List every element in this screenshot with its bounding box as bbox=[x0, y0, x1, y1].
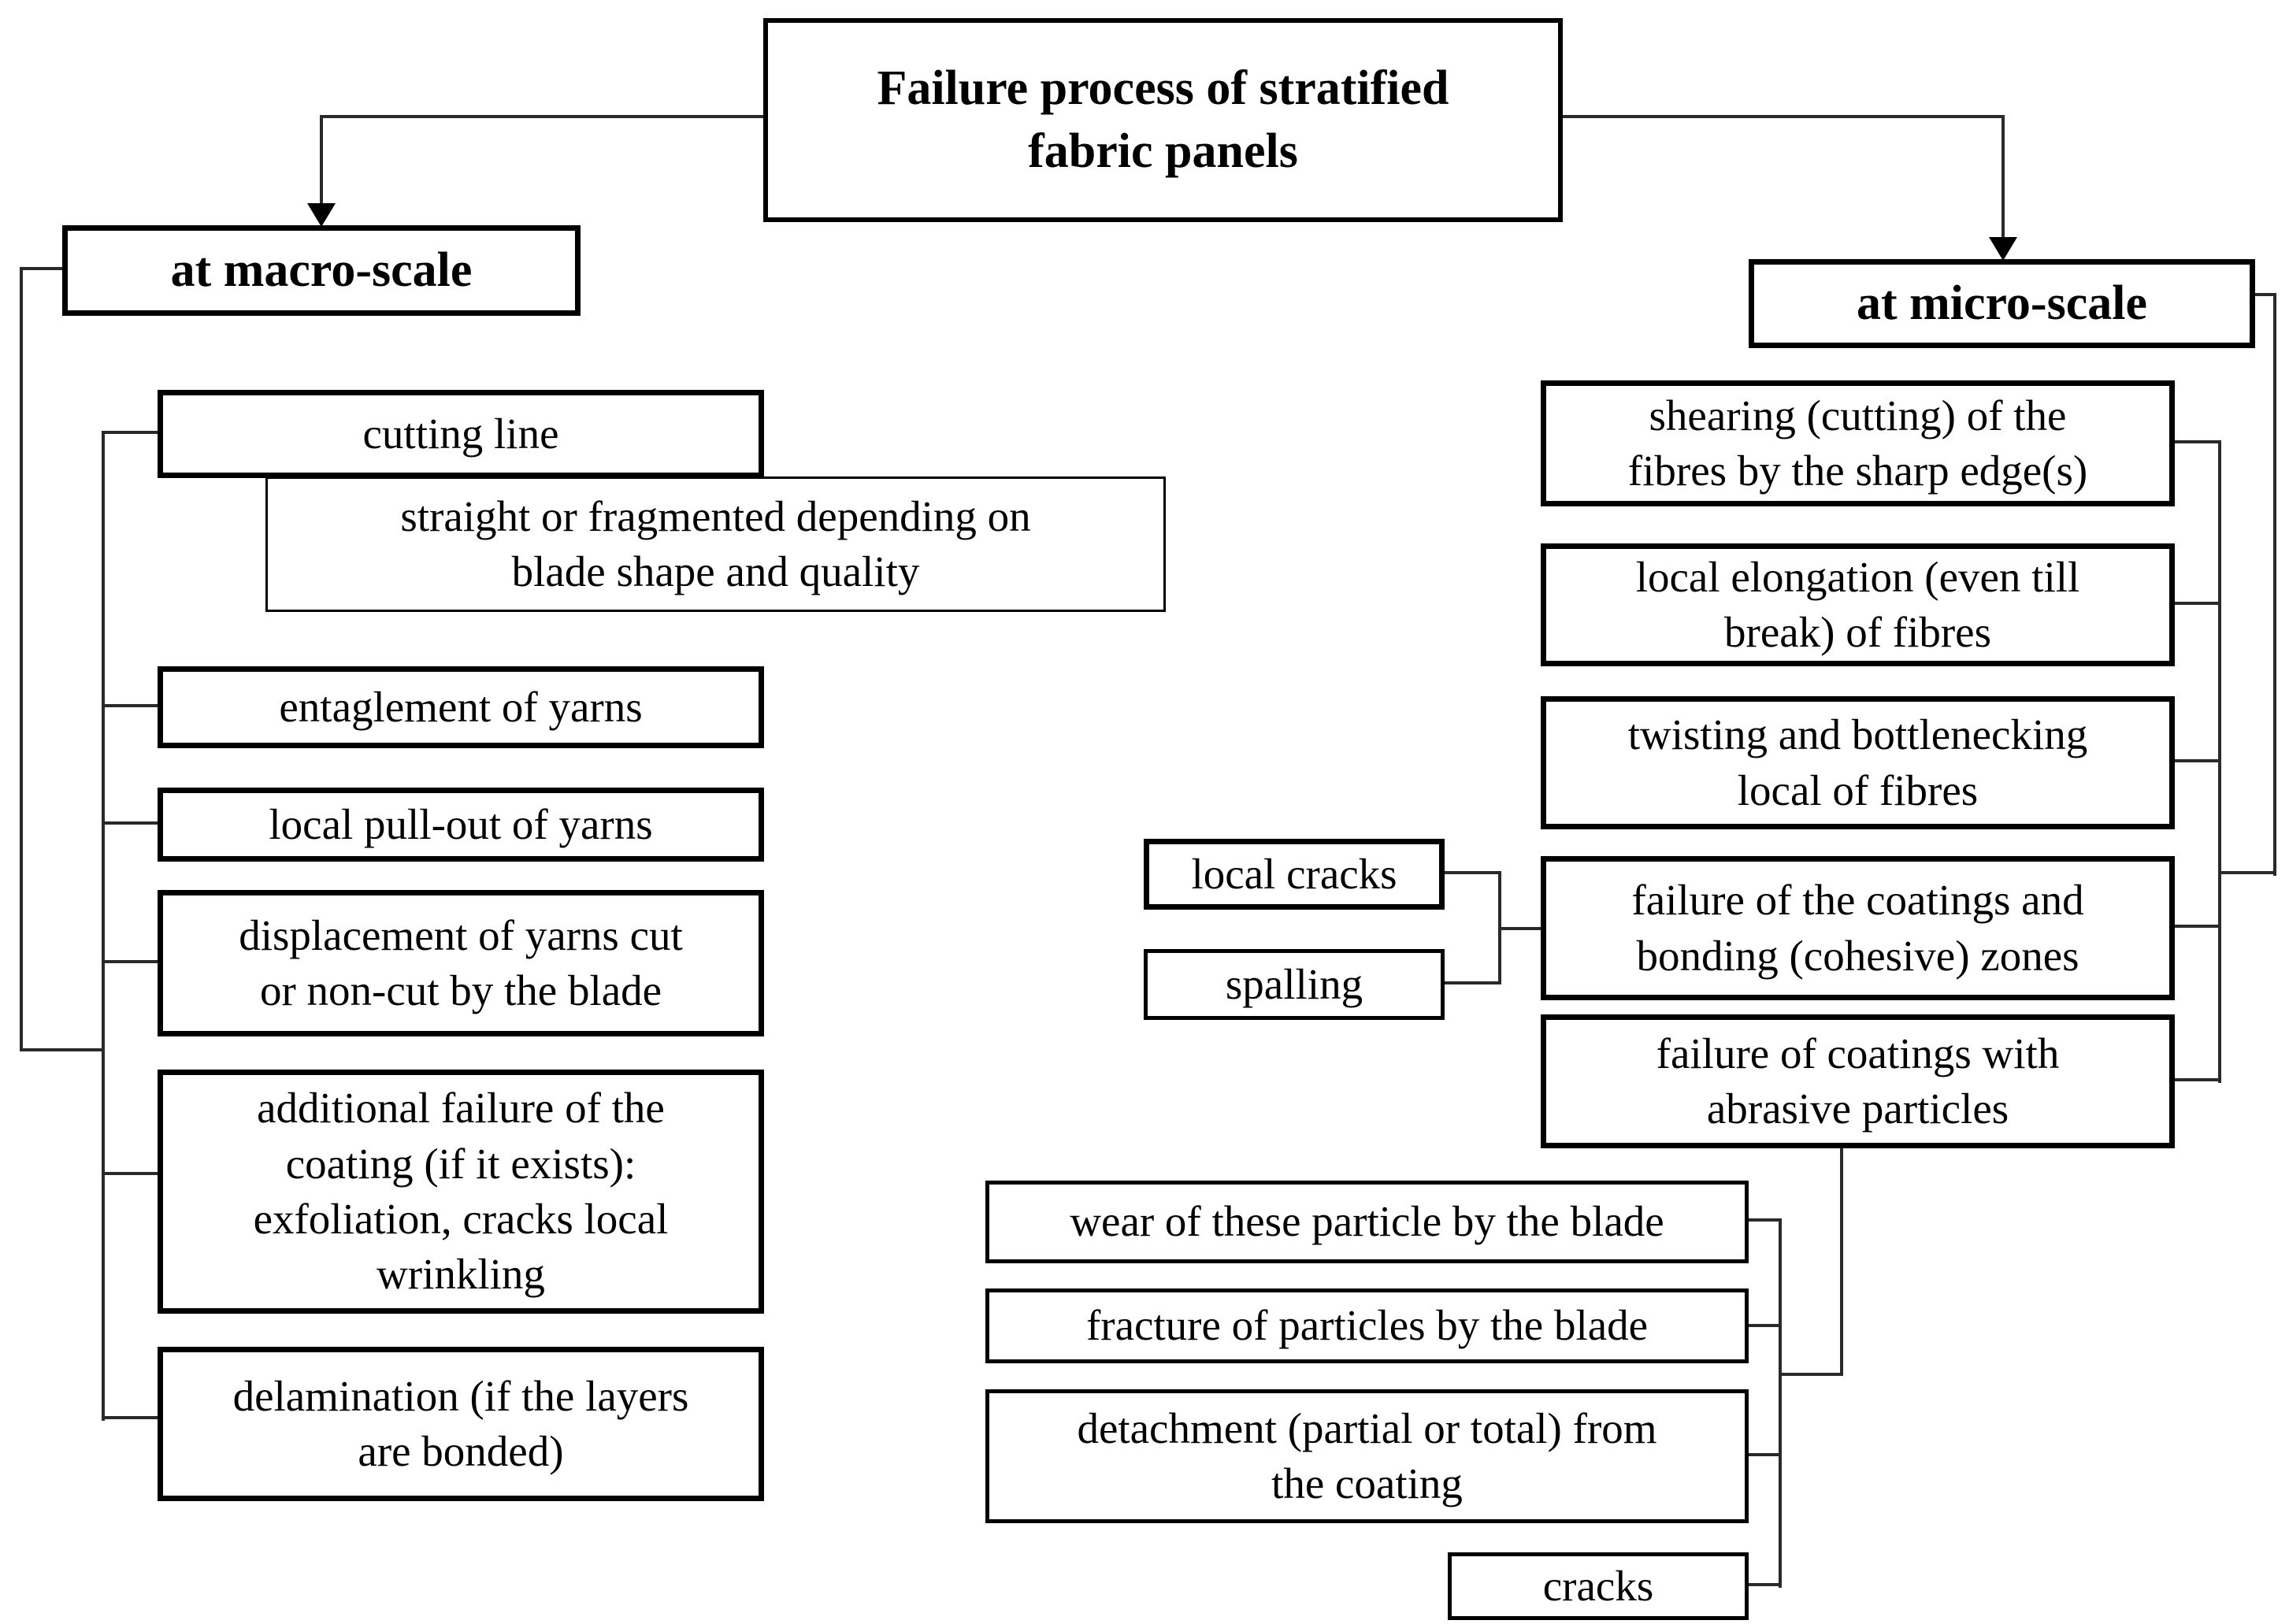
node-at-micro-scale: at micro-scale bbox=[1749, 259, 2255, 348]
connector-line bbox=[321, 115, 763, 118]
connector-line bbox=[1779, 1218, 1782, 1588]
node-shearing-of-fibres: shearing (cutting) of the fibres by the … bbox=[1541, 380, 2175, 506]
node-additional-coating-failure: additional failure of the coating (if it… bbox=[158, 1070, 764, 1314]
node-detachment-from-coating: detachment (partial or total) from the c… bbox=[985, 1389, 1749, 1523]
connector-line bbox=[1780, 1373, 1843, 1376]
connector-line bbox=[1445, 981, 1501, 984]
connector-line bbox=[2175, 925, 2221, 928]
connector-line bbox=[2175, 1078, 2221, 1081]
node-wear-of-particles: wear of these particle by the blade bbox=[985, 1181, 1749, 1263]
node-at-macro-scale: at macro-scale bbox=[62, 225, 581, 316]
connector-line bbox=[2175, 440, 2221, 443]
connector-line bbox=[20, 267, 64, 270]
connector-line bbox=[1445, 871, 1501, 874]
connector-line bbox=[2175, 759, 2221, 762]
connector-line bbox=[20, 1048, 105, 1051]
node-local-elongation: local elongation (even till break) of fi… bbox=[1541, 543, 2175, 666]
node-spalling: spalling bbox=[1144, 949, 1445, 1020]
connector-line bbox=[2175, 602, 2221, 605]
node-failure-coatings-abrasive: failure of coatings with abrasive partic… bbox=[1541, 1014, 2175, 1148]
connector-line bbox=[1749, 1583, 1779, 1586]
node-local-cracks: local cracks bbox=[1144, 839, 1445, 910]
node-straight-or-fragmented: straight or fragmented depending on blad… bbox=[265, 476, 1166, 612]
node-local-pull-out: local pull-out of yarns bbox=[158, 788, 764, 862]
connector-line bbox=[2255, 293, 2276, 296]
connector-line bbox=[1563, 115, 2005, 118]
connector-line bbox=[102, 1172, 158, 1175]
node-displacement-of-yarns: displacement of yarns cut or non-cut by … bbox=[158, 890, 764, 1036]
node-fracture-of-particles: fracture of particles by the blade bbox=[985, 1288, 1749, 1363]
node-cracks: cracks bbox=[1448, 1552, 1749, 1620]
connector-line bbox=[102, 431, 158, 434]
connector-line bbox=[320, 115, 323, 206]
connector-line bbox=[1498, 927, 1541, 930]
connector-line bbox=[102, 960, 158, 963]
connector-line bbox=[1749, 1218, 1779, 1222]
node-failure-coatings-bonding: failure of the coatings and bonding (coh… bbox=[1541, 856, 2175, 1000]
connector-line bbox=[102, 704, 158, 707]
node-title: Failure process of stratified fabric pan… bbox=[763, 18, 1563, 222]
connector-line bbox=[102, 1416, 158, 1419]
connector-line bbox=[1749, 1324, 1779, 1327]
connector-line bbox=[2001, 115, 2005, 240]
node-twisting-bottlenecking: twisting and bottlenecking local of fibr… bbox=[1541, 696, 2175, 829]
node-delamination: delamination (if the layers are bonded) bbox=[158, 1347, 764, 1501]
node-entaglement-of-yarns: entaglement of yarns bbox=[158, 666, 764, 748]
node-cutting-line: cutting line bbox=[158, 390, 764, 478]
arrow-down-icon bbox=[307, 203, 336, 227]
connector-line bbox=[2273, 293, 2276, 876]
connector-line bbox=[102, 821, 158, 825]
arrow-down-icon bbox=[1989, 237, 2017, 261]
connector-line bbox=[102, 432, 105, 1421]
connector-line bbox=[1840, 1147, 1843, 1376]
connector-line bbox=[1749, 1453, 1779, 1456]
connector-line bbox=[20, 267, 23, 1051]
connector-line bbox=[2220, 871, 2276, 874]
